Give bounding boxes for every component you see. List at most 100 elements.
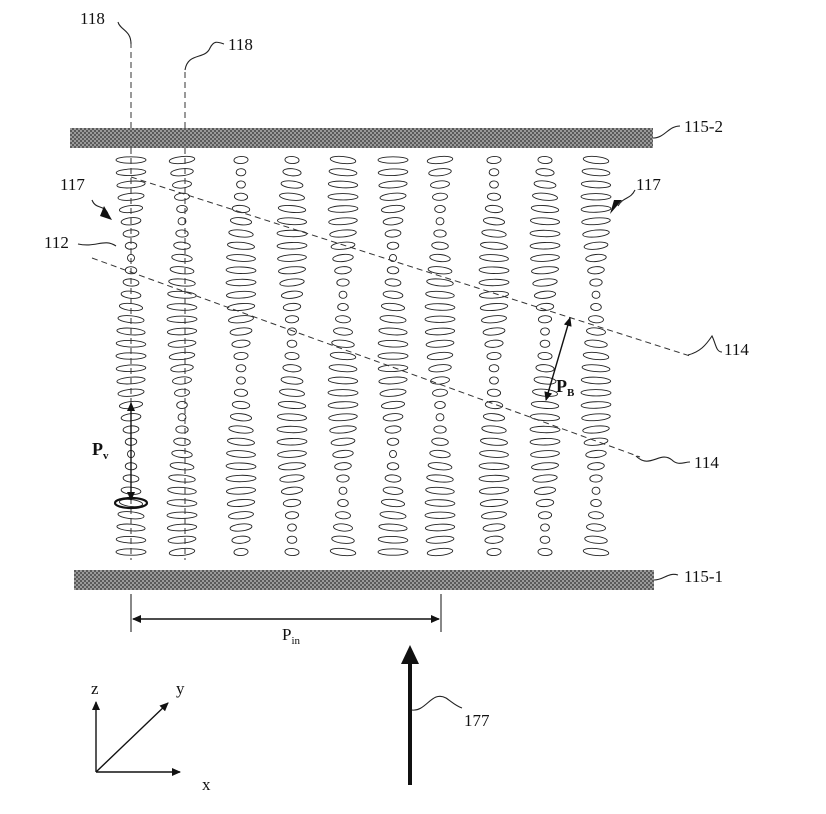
lc-molecule — [486, 155, 502, 165]
lc-molecule — [535, 364, 555, 373]
lc-molecule — [287, 327, 297, 336]
lc-molecule — [580, 376, 612, 385]
lc-molecule — [540, 523, 550, 532]
lc-molecule — [229, 523, 253, 532]
lc-molecule — [175, 425, 189, 434]
lc-molecule — [389, 253, 397, 263]
lc-molecule — [170, 168, 194, 177]
leader-112 — [77, 242, 117, 247]
lc-molecule — [279, 278, 305, 287]
lc-molecule — [428, 364, 452, 373]
lc-molecule — [226, 498, 256, 508]
lc-molecule — [479, 254, 509, 262]
lc-molecule — [173, 241, 191, 250]
lc-molecule — [425, 290, 455, 299]
lc-molecule — [170, 364, 194, 373]
lc-molecule — [335, 511, 351, 520]
lc-molecule — [427, 266, 453, 275]
lc-molecule — [584, 535, 608, 544]
label-118-right: 118 — [228, 35, 253, 54]
axis-y-line — [95, 702, 169, 773]
lc-molecule — [226, 302, 256, 312]
lc-molecule — [537, 155, 553, 165]
bragg-plane-upper — [130, 176, 691, 357]
pitch-bragg-arrow — [544, 317, 572, 401]
lc-molecule — [282, 364, 302, 373]
lc-molecule — [585, 449, 607, 459]
leader-117-left-arrowhead — [100, 206, 112, 220]
lc-molecule — [478, 266, 510, 274]
lc-molecule — [284, 511, 300, 520]
lc-molecule — [583, 241, 609, 250]
lc-molecule — [530, 254, 560, 262]
lc-molecule — [337, 498, 349, 508]
lc-molecule — [177, 217, 187, 226]
lc-molecule — [166, 523, 198, 532]
lc-molecule — [233, 155, 249, 165]
lc-molecule — [282, 168, 302, 177]
lc-molecule — [386, 462, 400, 471]
lc-molecule — [486, 351, 502, 361]
lc-molecule — [481, 511, 507, 520]
lc-molecule — [429, 253, 451, 263]
lc-molecule — [227, 437, 255, 446]
lc-molecule — [169, 266, 195, 275]
lc-molecule — [591, 290, 601, 299]
lc-molecule — [167, 290, 197, 299]
lc-molecule — [482, 327, 506, 336]
lc-molecule — [478, 278, 510, 287]
lc-molecule — [426, 351, 454, 361]
lc-molecule — [481, 425, 507, 434]
lc-molecule — [226, 450, 256, 458]
lc-molecule — [537, 547, 553, 557]
lc-molecule — [432, 388, 448, 397]
lc-molecule — [328, 168, 358, 177]
lc-molecule — [226, 254, 256, 262]
lc-molecule — [334, 462, 352, 471]
lc-molecule — [424, 511, 456, 519]
lc-molecule — [377, 548, 409, 556]
lc-molecule — [424, 523, 456, 532]
lc-molecule — [586, 327, 606, 336]
lc-molecule — [479, 486, 509, 495]
lc-molecule — [532, 474, 558, 483]
lc-molecule — [168, 474, 196, 483]
lc-molecule — [225, 462, 257, 470]
lc-molecule — [537, 511, 553, 520]
lc-molecule — [382, 217, 404, 226]
lc-molecule — [337, 302, 349, 312]
lc-molecule — [425, 339, 455, 348]
lc-molecule — [225, 278, 257, 287]
lc-molecule — [329, 425, 357, 434]
substrate-bottom — [74, 570, 654, 590]
lc-molecule — [535, 498, 555, 508]
lc-molecule — [532, 278, 558, 287]
lc-molecule — [380, 400, 406, 410]
lc-molecule — [581, 364, 611, 373]
lc-molecule — [167, 535, 197, 544]
lc-molecule — [333, 327, 353, 336]
lc-molecule — [480, 241, 508, 250]
lc-molecule — [433, 425, 447, 434]
lc-molecule — [172, 180, 192, 189]
lc-molecule — [479, 450, 509, 458]
lc-molecule — [587, 266, 605, 275]
lc-molecule — [278, 266, 306, 275]
lc-molecule — [590, 302, 602, 312]
substrate-top — [70, 128, 653, 148]
lc-molecule — [426, 474, 454, 483]
lc-molecule — [286, 339, 298, 348]
lc-molecule — [329, 351, 357, 361]
lc-molecule — [329, 229, 357, 238]
lc-molecule — [166, 511, 198, 519]
lc-molecule — [334, 266, 352, 275]
lc-molecule — [482, 217, 506, 226]
lc-molecule — [171, 253, 193, 263]
lc-molecule — [378, 327, 408, 336]
lc-molecule — [480, 437, 508, 446]
lc-molecule — [331, 339, 355, 348]
lc-molecule — [379, 388, 407, 397]
lc-molecule — [580, 401, 612, 409]
lc-molecule — [580, 389, 612, 397]
lc-molecule — [166, 315, 198, 323]
